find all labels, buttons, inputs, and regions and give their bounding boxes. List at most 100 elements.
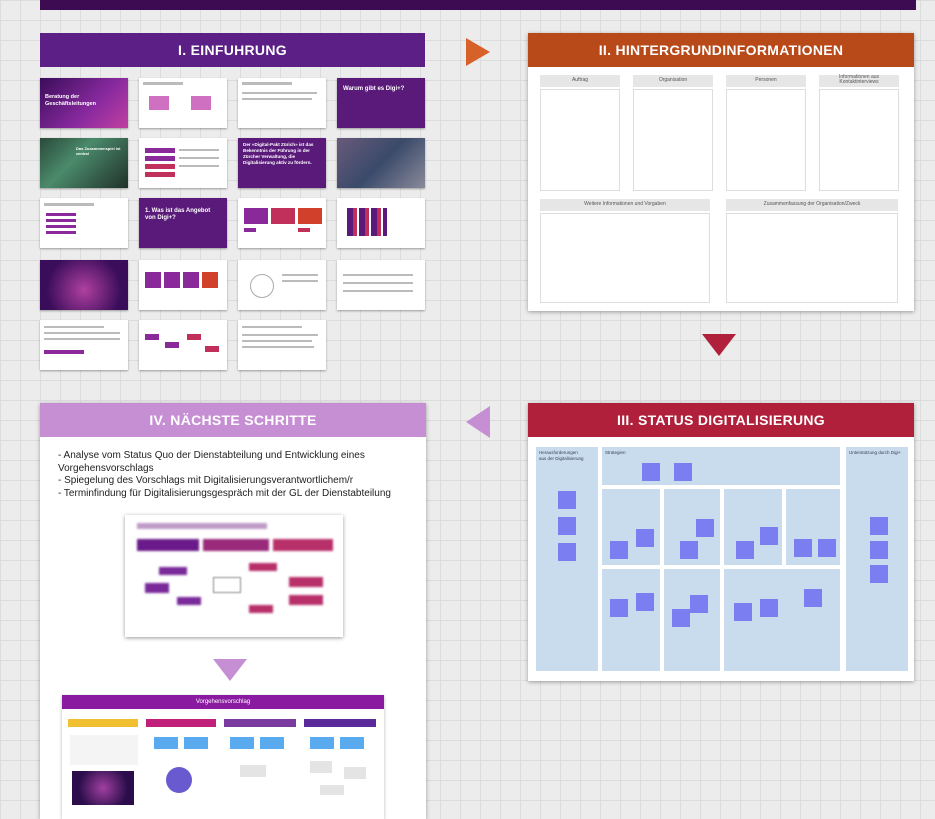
slide-title: Der «Digital-Pakt Zürich» ist das Bekenn… — [243, 142, 314, 165]
status-column[interactable]: Unterstützung durch Digi+ — [846, 447, 908, 671]
column-header: Informationen aus Kontaktinterviews — [819, 75, 899, 87]
board-title: Vorgehensvorschlag — [62, 695, 384, 709]
board-column-header — [304, 719, 376, 727]
status-strategy[interactable]: Strategien — [602, 447, 840, 485]
column-body[interactable] — [726, 89, 806, 191]
slide-thumbnail[interactable]: Der «Digital-Pakt Zürich» ist das Bekenn… — [238, 138, 326, 188]
section-header-status[interactable]: III. STATUS DIGITALISIERUNG — [528, 403, 914, 437]
slide-thumbnail[interactable] — [337, 260, 425, 310]
sticky-note[interactable] — [558, 491, 576, 509]
slide-thumbnail[interactable]: Beratung der Geschäftsleitungen — [40, 78, 128, 128]
sticky-note[interactable] — [674, 463, 692, 481]
board-note[interactable] — [310, 761, 332, 773]
board-image[interactable] — [72, 771, 134, 805]
column-header: Personen — [726, 75, 806, 87]
sticky-note[interactable] — [558, 517, 576, 535]
vorgehensvorschlag-board[interactable]: Vorgehensvorschlag — [62, 695, 384, 819]
slide-thumbnail[interactable] — [40, 198, 128, 248]
status-cell[interactable] — [724, 489, 782, 565]
arrow-right-icon — [466, 38, 490, 66]
status-cell[interactable] — [786, 489, 840, 565]
slide-title: 1. Was ist das Angebot von Digi+? — [145, 208, 211, 221]
board-note[interactable] — [230, 737, 254, 749]
slide-preview[interactable] — [125, 515, 343, 637]
column-body[interactable] — [819, 89, 899, 191]
slide-thumbnail[interactable]: 1. Was ist das Angebot von Digi+? — [139, 198, 227, 248]
board-circle[interactable] — [166, 767, 192, 793]
column-header: Zusammenfassung der Organisation/Zweck — [726, 199, 898, 211]
slide-thumbnail[interactable] — [238, 260, 326, 310]
board-column-header — [146, 719, 216, 727]
sticky-note[interactable] — [818, 539, 836, 557]
slide-thumbnail[interactable] — [139, 138, 227, 188]
top-board-edge — [40, 0, 916, 10]
status-cell[interactable] — [724, 569, 840, 671]
column-body[interactable] — [540, 213, 710, 303]
sticky-note[interactable] — [760, 527, 778, 545]
column-header: Organisation — [633, 75, 713, 87]
arrow-down-icon — [213, 659, 247, 681]
slide-thumbnail[interactable]: Das Zusammenspiel ist zentral — [40, 138, 128, 188]
status-cell[interactable] — [602, 569, 660, 671]
sticky-note[interactable] — [870, 541, 888, 559]
sticky-note[interactable] — [870, 517, 888, 535]
board-card[interactable] — [70, 735, 138, 765]
sticky-note[interactable] — [870, 565, 888, 583]
sticky-note[interactable] — [804, 589, 822, 607]
column-header: Auftrag — [540, 75, 620, 87]
slide-thumbnail[interactable] — [337, 198, 425, 248]
slide-thumbnail[interactable] — [139, 78, 227, 128]
sticky-note[interactable] — [672, 609, 690, 627]
status-cell[interactable] — [664, 489, 720, 565]
sticky-note[interactable] — [610, 599, 628, 617]
sticky-note[interactable] — [642, 463, 660, 481]
sticky-note[interactable] — [794, 539, 812, 557]
section-title: II. HINTERGRUNDINFORMATIONEN — [598, 42, 844, 58]
status-cell[interactable] — [602, 489, 660, 565]
slide-thumbnail[interactable]: Warum gibt es Digi+? — [337, 78, 425, 128]
sticky-note[interactable] — [558, 543, 576, 561]
slide-thumbnail[interactable] — [238, 198, 326, 248]
board-note[interactable] — [310, 737, 334, 749]
sticky-note[interactable] — [734, 603, 752, 621]
sticky-note[interactable] — [696, 519, 714, 537]
slide-thumbnail[interactable] — [238, 78, 326, 128]
slide-thumbnail[interactable] — [40, 320, 128, 370]
sticky-note[interactable] — [636, 593, 654, 611]
board-note[interactable] — [260, 737, 284, 749]
sticky-note[interactable] — [690, 595, 708, 613]
board-note[interactable] — [344, 767, 366, 779]
panel-hintergrund: II. HINTERGRUNDINFORMATIONEN Auftrag Org… — [528, 33, 914, 311]
board-note[interactable] — [240, 765, 266, 777]
slide-title: Beratung der Geschäftsleitungen — [45, 94, 97, 107]
sticky-note[interactable] — [680, 541, 698, 559]
status-cell[interactable] — [664, 569, 720, 671]
sticky-note[interactable] — [736, 541, 754, 559]
panel-naechste-schritte: IV. NÄCHSTE SCHRITTE - Analyse vom Statu… — [40, 403, 426, 819]
section-header-hintergrund[interactable]: II. HINTERGRUNDINFORMATIONEN — [528, 33, 914, 67]
sticky-note[interactable] — [760, 599, 778, 617]
column-body[interactable] — [726, 213, 898, 303]
section-header-einfuhrung[interactable]: I. EINFUHRUNG — [40, 33, 425, 67]
column-body[interactable] — [540, 89, 620, 191]
sticky-note[interactable] — [610, 541, 628, 559]
slide-thumbnail[interactable] — [139, 320, 227, 370]
board-note[interactable] — [184, 737, 208, 749]
sticky-note[interactable] — [636, 529, 654, 547]
next-steps-list: - Analyse vom Status Quo der Dienstabtei… — [58, 450, 418, 500]
slide-grid: Beratung der Geschäftsleitungen Warum gi… — [40, 75, 430, 375]
slide-thumbnail[interactable] — [40, 260, 128, 310]
slide-thumbnail[interactable] — [238, 320, 326, 370]
next-step-item: - Analyse vom Status Quo der Dienstabtei… — [58, 450, 365, 474]
slide-thumbnail[interactable] — [337, 138, 425, 188]
slide-thumbnail[interactable] — [139, 260, 227, 310]
next-step-item: - Spiegelung des Vorschlags mit Digitali… — [58, 475, 354, 486]
column-body[interactable] — [633, 89, 713, 191]
board-note[interactable] — [340, 737, 364, 749]
board-note[interactable] — [320, 785, 344, 795]
section-header-naechste-schritte[interactable]: IV. NÄCHSTE SCHRITTE — [40, 403, 426, 437]
section-title: IV. NÄCHSTE SCHRITTE — [149, 412, 317, 428]
board-note[interactable] — [154, 737, 178, 749]
next-step-item: - Terminfindung für Digitalisierungsgesp… — [58, 487, 391, 499]
